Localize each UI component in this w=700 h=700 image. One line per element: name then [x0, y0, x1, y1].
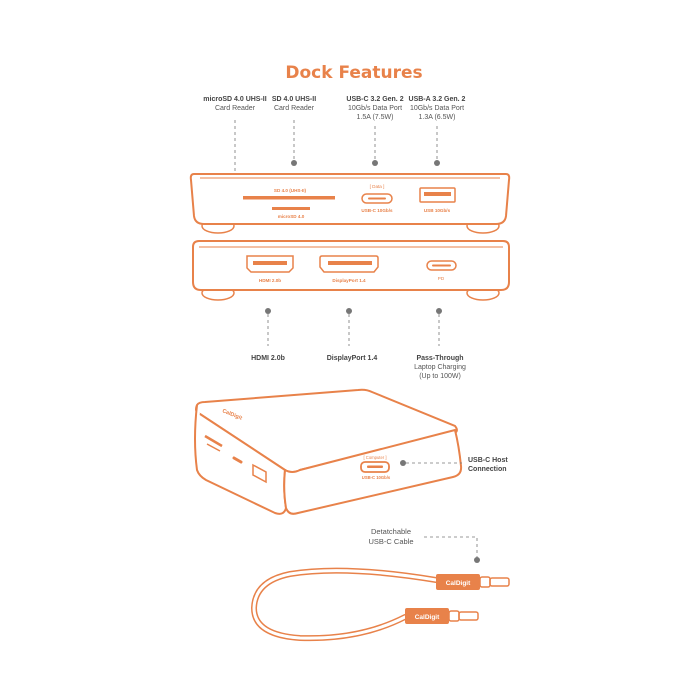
rear-usbc-pd-port: [426, 260, 457, 271]
callout-usba: USB-A 3.2 Gen. 2 10Gb/s Data Port 1.3A (…: [409, 96, 466, 166]
microsd-slot-label: microSD 4.0: [278, 214, 305, 219]
callout-microsd-line2: Card Reader: [215, 105, 256, 112]
callout-sd-line1: SD 4.0 UHS-II: [272, 96, 316, 103]
callout-cable: Detatchable USB-C Cable: [368, 527, 480, 563]
callout-host-line1: USB-C Host: [468, 457, 508, 464]
usbc-data-badge: [ Data ]: [370, 184, 385, 189]
rear-panel-body: [192, 240, 510, 291]
callout-usba-line3: 1.3A (6.5W): [419, 114, 456, 121]
callout-host: USB-C Host Connection: [400, 457, 508, 473]
callout-displayport-line1: DisplayPort 1.4: [327, 355, 378, 362]
hdmi-port: [246, 255, 294, 273]
callout-passthrough-line1: Pass-Through: [416, 355, 463, 362]
callout-usbc: USB-C 3.2 Gen. 2 10Gb/s Data Port 1.5A (…: [346, 96, 404, 166]
callout-host-dot: [400, 460, 406, 466]
callout-usbc-line2: 10Gb/s Data Port: [348, 105, 402, 112]
callout-hdmi: HDMI 2.0b: [251, 308, 285, 362]
front-usbc-label: USB-C 10Gb/s: [361, 208, 393, 213]
cable-connector-top: CalDigit: [436, 574, 510, 590]
hdmi-port-label: HDMI 2.0b: [259, 278, 281, 283]
cable-connector-top-neck: [479, 576, 491, 588]
iso-host-port-label: USB-C 10Gb/s: [362, 475, 391, 480]
callout-usbc-line3: 1.5A (7.5W): [357, 114, 394, 121]
front-panel: SD 4.0 (UHS-II) microSD 4.0 [ Data ] USB…: [189, 173, 511, 234]
callout-sd: SD 4.0 UHS-II Card Reader: [272, 96, 316, 166]
callout-usba-line1: USB-A 3.2 Gen. 2: [409, 96, 466, 103]
microsd-slot: [272, 207, 310, 210]
page-title: Dock Features: [285, 63, 422, 83]
iso-host-usbc-port: [360, 461, 390, 473]
cable-connector-top-brand: CalDigit: [446, 580, 471, 587]
front-usbc-port-tongue: [368, 197, 386, 200]
sd-slot: [243, 196, 335, 200]
iso-microsd-slot: [206, 443, 221, 452]
front-usbc-port: [361, 193, 393, 204]
cable-connector-bottom-plug: [458, 611, 479, 621]
callout-passthrough: Pass-Through Laptop Charging (Up to 100W…: [414, 308, 466, 380]
cable-connector-bottom-neck: [448, 610, 460, 622]
front-usba-port: [419, 187, 456, 203]
cable-connector-bottom-body: [405, 608, 449, 624]
callout-displayport-dot: [346, 308, 352, 314]
cable-connector-top-body: [436, 574, 480, 590]
hdmi-port-tongue: [253, 261, 287, 265]
iso-dock: CalDigit [ Computer ] USB-C 10Gb/s: [194, 388, 463, 515]
rear-usbc-pd-tongue: [432, 264, 451, 267]
callout-usbc-dot: [372, 160, 378, 166]
callout-cable-leader: [424, 536, 478, 558]
displayport-port: [319, 255, 379, 273]
callout-hdmi-line1: HDMI 2.0b: [251, 355, 285, 362]
callout-passthrough-line2: Laptop Charging: [414, 364, 466, 371]
callout-sd-line2: Card Reader: [274, 105, 315, 112]
front-usba-label: USB 10Gb/s: [424, 208, 451, 213]
front-usba-port-tongue: [424, 192, 451, 196]
callout-cable-dot: [474, 557, 480, 563]
usbc-cable: CalDigit CalDigit: [250, 567, 510, 642]
displayport-label: DisplayPort 1.4: [332, 278, 366, 283]
callout-hdmi-dot: [265, 308, 271, 314]
iso-usbc-port: [232, 456, 243, 464]
cable-cord-inner: [252, 569, 438, 640]
callout-host-line2: Connection: [468, 466, 507, 473]
callout-passthrough-dot: [436, 308, 442, 314]
cable-connector-bottom: CalDigit: [405, 608, 479, 624]
iso-sd-slot: [204, 434, 223, 448]
iso-usba-port: [252, 463, 267, 484]
callout-usba-line2: 10Gb/s Data Port: [410, 105, 464, 112]
callout-usba-dot: [434, 160, 440, 166]
callout-cable-line1: Detatchable: [371, 527, 411, 536]
rear-panel: HDMI 2.0b DisplayPort 1.4 PD: [192, 240, 510, 301]
rear-pd-label: PD: [438, 276, 445, 281]
front-panel-body: [189, 173, 511, 225]
cable-connector-bottom-brand: CalDigit: [415, 614, 440, 621]
iso-host-usbc-tongue: [367, 465, 383, 468]
cable-connector-top-plug: [489, 577, 510, 587]
displayport-port-tongue: [328, 261, 372, 265]
callout-usbc-line1: USB-C 3.2 Gen. 2: [346, 96, 403, 103]
callout-microsd-line1: microSD 4.0 UHS-II: [203, 96, 266, 103]
iso-computer-badge: [ Computer ]: [363, 455, 386, 460]
callout-displayport: DisplayPort 1.4: [327, 308, 378, 362]
callout-cable-line2: USB-C Cable: [368, 537, 413, 546]
sd-slot-label: SD 4.0 (UHS-II): [274, 188, 307, 193]
cable-cord: [250, 567, 439, 642]
callout-passthrough-line3: (Up to 100W): [419, 373, 461, 380]
callout-sd-dot: [291, 160, 297, 166]
